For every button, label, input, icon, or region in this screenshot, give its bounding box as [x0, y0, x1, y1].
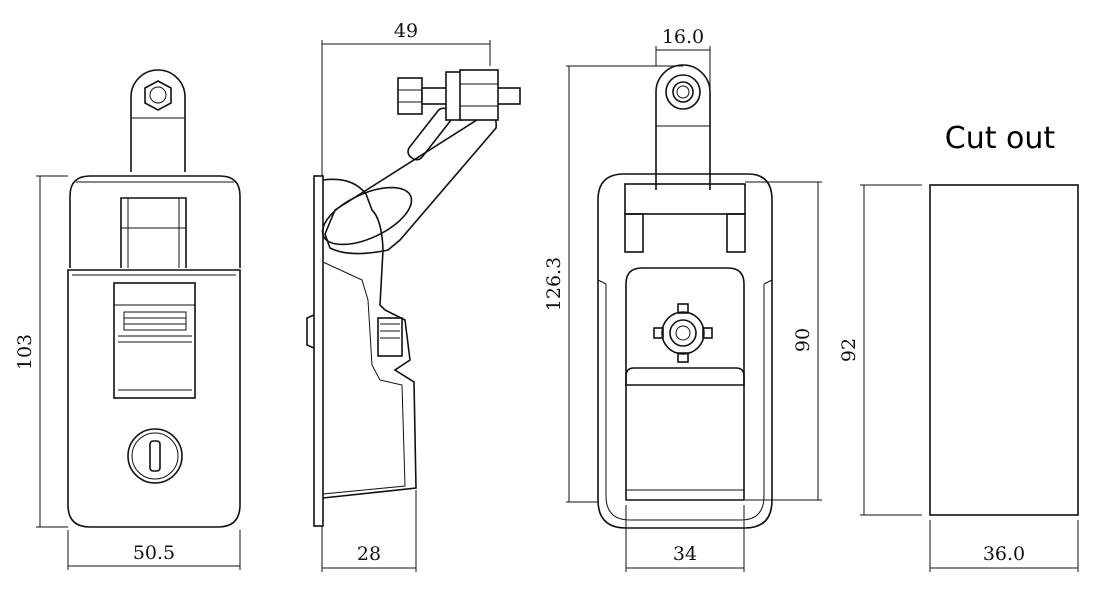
side-lever-handle: [321, 186, 413, 246]
side-bolt-head: [397, 77, 423, 115]
side-bolt-nut: [459, 69, 499, 121]
dim-back-eye-width: 16.0: [662, 26, 704, 48]
cutout-title: Cut out: [945, 121, 1056, 156]
front-nut-hole: [149, 86, 167, 104]
front-slider-block: [113, 282, 196, 399]
side-back-plate: [313, 175, 324, 527]
front-handle-slot: [120, 197, 187, 268]
front-hex-nut: [144, 80, 172, 111]
back-cam: [661, 311, 705, 355]
side-body-profile: [322, 178, 417, 499]
dim-side-top: 49: [394, 20, 418, 42]
side-view: 49 28: [306, 20, 521, 572]
dim-side-bottom: 28: [357, 543, 381, 565]
front-eye-tab: [130, 69, 186, 172]
front-upper-body: [69, 175, 241, 268]
dim-back-total-height: 126.3: [543, 257, 565, 311]
back-view: 126.3 16.0 90 34: [543, 26, 822, 572]
back-hinge-bar: [624, 183, 746, 215]
back-lower-window-top: [625, 367, 745, 386]
back-outer-housing-top: [597, 173, 773, 280]
dim-front-height: 103: [14, 334, 36, 370]
cutout-view: Cut out 92 36.0: [838, 121, 1079, 572]
dim-cutout-height: 92: [838, 338, 860, 362]
front-lower-body: [67, 269, 241, 528]
front-key-slot: [149, 440, 161, 472]
side-lever-arm: [324, 114, 497, 255]
back-eye-tab: [655, 64, 711, 190]
front-slider-grip: [123, 311, 187, 331]
dim-back-bottom-width: 34: [673, 543, 697, 565]
cutout-rectangle: [929, 184, 1079, 516]
dim-cutout-width: 36.0: [983, 543, 1025, 565]
back-eye-ring: [665, 74, 701, 110]
back-inner-body: [625, 267, 745, 501]
front-lock-cylinder: [127, 428, 183, 484]
dim-front-width: 50.5: [133, 542, 175, 564]
dim-back-body-height: 90: [792, 328, 814, 352]
front-view: 103 50.5: [14, 69, 241, 570]
side-button: [377, 317, 403, 357]
back-outer-housing: [597, 280, 773, 529]
